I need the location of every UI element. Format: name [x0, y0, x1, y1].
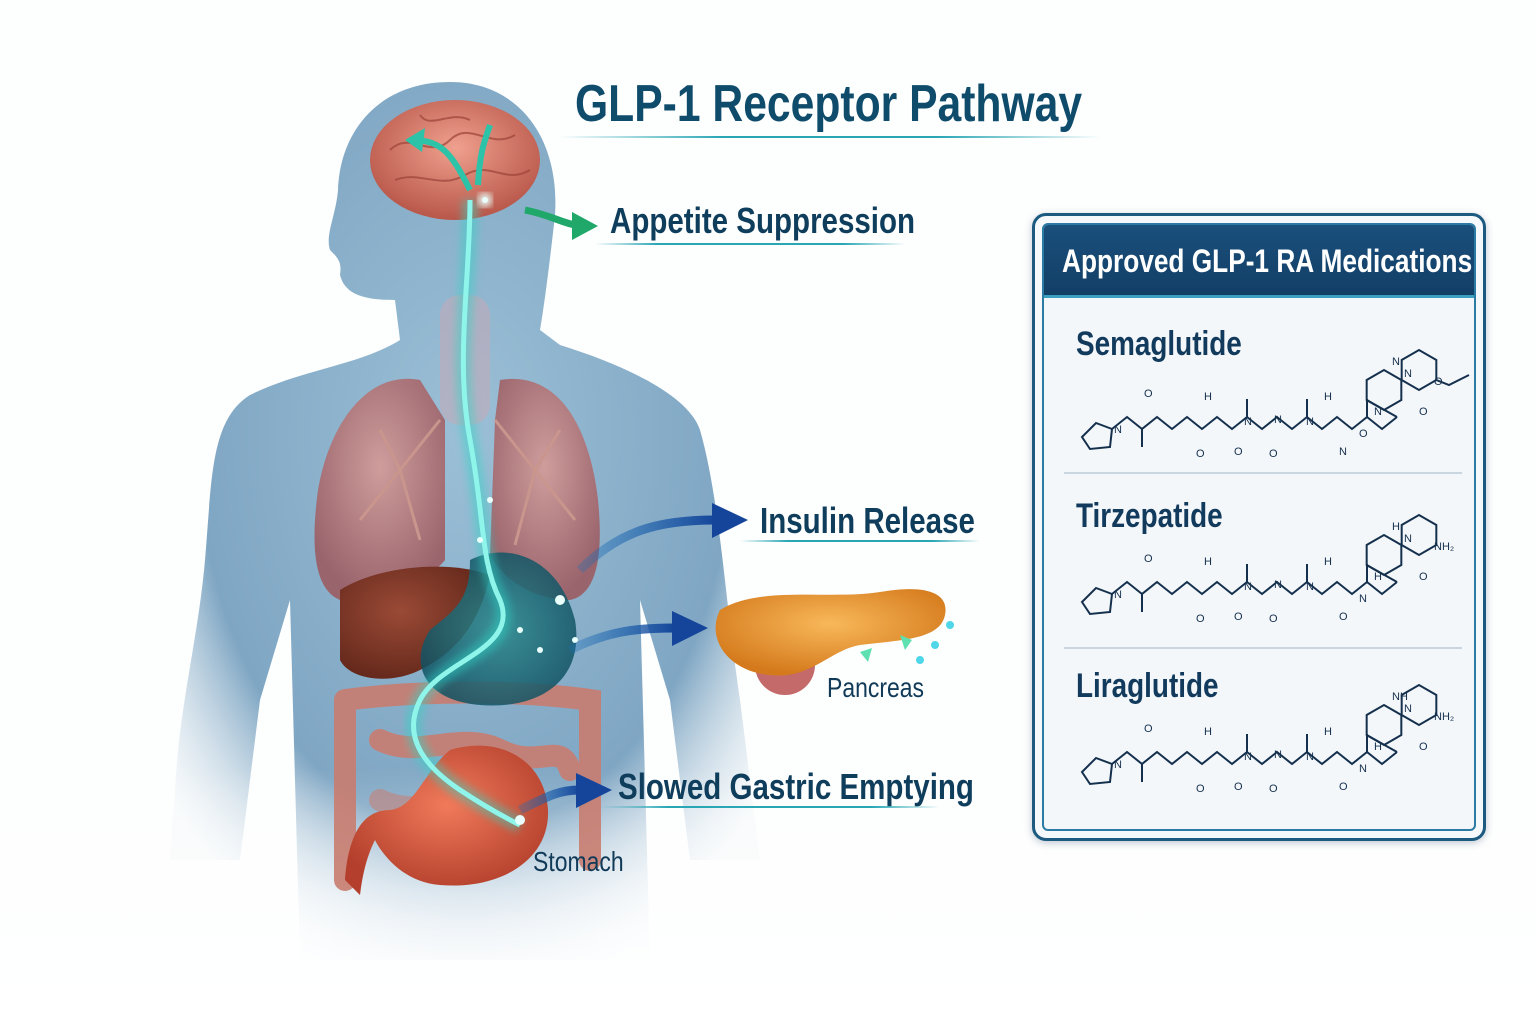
- right-lung: [490, 378, 600, 600]
- atom-label: O: [1234, 611, 1243, 623]
- atom-label: O: [1144, 553, 1153, 565]
- atom-label: N: [1244, 751, 1252, 763]
- atom-label: N: [1244, 416, 1252, 428]
- gastric-emptying-label: Slowed Gastric Emptying: [618, 766, 974, 807]
- atom-label: O: [1196, 783, 1205, 795]
- atom-label: N: [1114, 759, 1122, 771]
- atom-label: H: [1204, 391, 1212, 403]
- atom-label: O: [1234, 781, 1243, 793]
- atom-label: H: [1204, 726, 1212, 738]
- atom-label: NH: [1392, 691, 1408, 703]
- bronchi: [358, 419, 577, 546]
- atom-label: O: [1434, 376, 1443, 388]
- atom-label: N: [1274, 579, 1282, 591]
- atom-label: O: [1269, 448, 1278, 460]
- pancreas: [715, 589, 946, 676]
- drug-name-liraglutide: Liraglutide: [1076, 667, 1219, 705]
- insulin-release-label: Insulin Release: [760, 500, 975, 541]
- atom-label: O: [1419, 406, 1428, 418]
- atom-label: H: [1324, 556, 1332, 568]
- drug-name-semaglutide: Semaglutide: [1076, 325, 1242, 363]
- atom-label: N: [1359, 763, 1367, 775]
- atom-label: H: [1374, 571, 1382, 583]
- atom-label: N: [1274, 749, 1282, 761]
- atom-label: N: [1306, 751, 1314, 763]
- atom-label: H: [1324, 391, 1332, 403]
- atom-label: N: [1374, 406, 1382, 418]
- atom-label: N: [1404, 368, 1412, 380]
- insulin-particles: [860, 621, 954, 664]
- atom-label: N: [1392, 356, 1400, 368]
- atom-label: N: [1114, 424, 1122, 436]
- appetite-suppression-label: Appetite Suppression: [610, 200, 916, 241]
- atom-label: NH₂: [1434, 711, 1454, 723]
- atom-label: NH₂: [1434, 541, 1454, 553]
- gastric-arrow: [517, 785, 581, 815]
- atom-label: O: [1269, 613, 1278, 625]
- atom-label: N: [1274, 414, 1282, 426]
- atom-label: O: [1196, 448, 1205, 460]
- atom-label: O: [1234, 446, 1243, 458]
- atom-label: O: [1359, 428, 1368, 440]
- atom-label: O: [1144, 388, 1153, 400]
- atom-label: O: [1144, 723, 1153, 735]
- atom-label: O: [1339, 611, 1348, 623]
- pancreas-arrow: [567, 623, 676, 655]
- atom-label: N: [1244, 581, 1252, 593]
- atom-label: N: [1339, 446, 1347, 458]
- insulin-arrow: [576, 515, 716, 574]
- atom-label: O: [1419, 741, 1428, 753]
- atom-label: H: [1204, 556, 1212, 568]
- stomach: [345, 745, 549, 895]
- atom-label: H: [1324, 726, 1332, 738]
- left-lung: [314, 378, 445, 600]
- page-title: GLP-1 Receptor Pathway: [575, 75, 1083, 133]
- atom-label: H: [1374, 741, 1382, 753]
- atom-label: O: [1339, 781, 1348, 793]
- atom-label: N: [1359, 593, 1367, 605]
- title-underline: [560, 136, 1100, 138]
- divider: [1064, 647, 1462, 649]
- stomach-label: Stomach: [533, 846, 624, 877]
- atom-label: N: [1114, 589, 1122, 601]
- liver: [340, 566, 490, 679]
- gastric-underline: [600, 806, 940, 808]
- pancreas-label: Pancreas: [827, 672, 925, 703]
- glp1-pathway-core: [411, 199, 522, 828]
- atom-label: N: [1306, 581, 1314, 593]
- atom-label: N: [1404, 533, 1412, 545]
- drug-name-tirzepatide: Tirzepatide: [1076, 497, 1223, 535]
- atom-label: H: [1392, 521, 1400, 533]
- atom-label: N: [1306, 416, 1314, 428]
- atom-label: O: [1419, 571, 1428, 583]
- insulin-underline: [740, 540, 980, 542]
- divider: [1064, 472, 1462, 474]
- appetite-arrow: [524, 206, 576, 229]
- atom-label: N: [1404, 703, 1412, 715]
- atom-label: O: [1196, 613, 1205, 625]
- appetite-underline: [595, 243, 905, 245]
- panel-header: Approved GLP-1 RA Medications: [1044, 225, 1474, 298]
- medications-panel: Approved GLP-1 RA Medications Semaglutid…: [1032, 213, 1486, 841]
- atom-label: O: [1269, 783, 1278, 795]
- sparkles: [477, 193, 578, 825]
